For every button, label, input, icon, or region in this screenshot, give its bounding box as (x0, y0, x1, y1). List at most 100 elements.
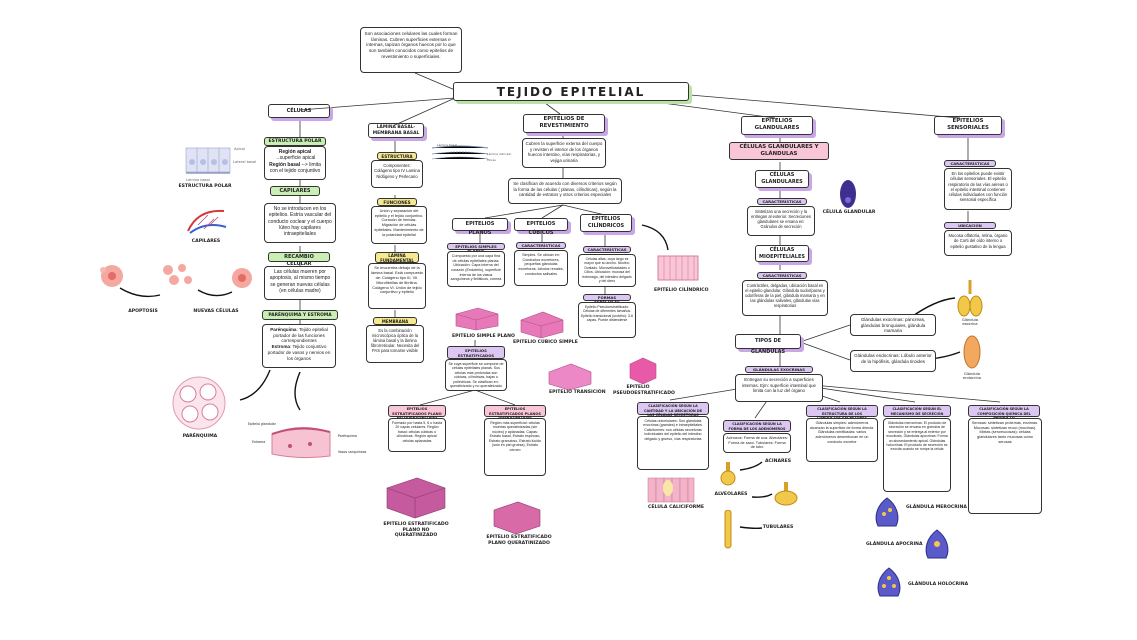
sensoriales-ubicacion-label: Ubicación (944, 222, 996, 229)
transicion-illustration (547, 362, 593, 391)
parenquima-illustration (170, 374, 228, 432)
sensoriales-car-label: Características (944, 160, 996, 167)
estratificados-planos-text: Se cuya superficie se compone de células… (445, 359, 507, 391)
lamina-fundamental-text: Se encuentra debajo de la lámina basal. … (368, 263, 426, 309)
queratinizado-label: Epitelios estratificados planos queratin… (484, 405, 546, 420)
clasificacion-cantidad-text: Células unicelulares: Son glándulas exoc… (637, 416, 709, 470)
clasificacion-composicion-label: Clasificación según la composición quími… (968, 405, 1040, 420)
estructura-polar-label: Estructura polar (264, 137, 326, 146)
endocrinas-summary-text: Glándulas endocrinas: Lóbulo anterior de… (850, 350, 936, 372)
img-lamina-label: Lámina basal (186, 178, 210, 182)
clasificacion-mecanismo-text: Glándulas merocrinas: El producto de sec… (883, 418, 951, 492)
clasificacion-conductos-label: Clasificación según la estructura de los… (806, 405, 878, 420)
cubico-simple-caption: Epitelio cúbico simple (513, 340, 578, 345)
pseudo-illustration (628, 356, 658, 385)
arrows (119, 224, 961, 530)
tubulares-illustration (720, 509, 736, 550)
transicion-caption: Epitelio transición (549, 390, 606, 395)
cubico-simple-illustration (519, 310, 565, 339)
pseudo-caption: Epitelio pseudoestratificado (613, 385, 675, 396)
estratificados-planos-label: Epitelios estratificados planos (447, 346, 505, 363)
lamina-estructura-label: Estructura (377, 152, 417, 160)
merocrina-illustration (872, 496, 902, 532)
parenquima-def: : Tejido epitelial portador de las funci… (273, 327, 328, 344)
glandulares-header: Epitelios glandulares (741, 116, 813, 135)
apoptosis-cell-illustration (98, 262, 126, 290)
polar-cells-illustration (184, 146, 232, 176)
car-cilindricos-label: Características (583, 246, 631, 253)
no-queratinizado-illustration (385, 476, 447, 520)
exocrina-caption: Glándula exocrina (961, 318, 979, 327)
alveolares-illustration (772, 482, 800, 506)
simple-plano-caption: Epitelio simple plano (452, 334, 515, 339)
lamina-estructura-text: Componentes: Colágeno tipo IV Lamina Nid… (371, 160, 423, 188)
clasificacion-forma-text: Acinosos: Forma de uva. Alveolares: Form… (723, 433, 791, 453)
simple-plano-illustration (454, 306, 500, 332)
clasificacion-cantidad-label: Clasificación según la cantidad y la ubi… (637, 402, 709, 417)
acinares-illustration (718, 462, 738, 486)
sensoriales-car-text: En los epitelios puede existir células s… (944, 168, 1012, 210)
glandulares-subheader: Células glandulares y glándulas (729, 142, 829, 160)
cilindrico-caption: Epitelio cilíndrico (654, 288, 709, 293)
estroma-illustration (270, 420, 332, 460)
lamina-img-label-3: Fibras (487, 158, 496, 162)
apocrina-caption: Glándula apocrina (866, 542, 923, 547)
lamina-funciones-text: Unión y separación del epitelio y el tej… (371, 206, 427, 244)
acinares-caption: Acinares (764, 459, 792, 464)
epitelios-cubicos-header: Epitelios cúbicos (514, 218, 568, 236)
celulas-glandulares-header: Células glandulares (755, 170, 809, 188)
lamina-img-label-2: Lámina reticular (487, 152, 512, 156)
capilares-caption: Capilares (191, 239, 221, 244)
estructura-polar-caption: Estructura polar (178, 184, 232, 189)
alveolares-caption: Alveolares (714, 492, 748, 497)
clasificacion-text: Se clasifican de acuerdo con diversos cr… (508, 178, 622, 204)
holocrina-illustration (874, 566, 904, 602)
celula-glandular-illustration (836, 178, 860, 212)
estroma-label-2: Estroma (252, 440, 266, 444)
glandulares-car-text: Sintetizan una secreción y la entregan a… (747, 206, 815, 236)
recambio-celular-text: Las células mueren por apoptosis, al mis… (264, 266, 336, 300)
car-cilindricos-text: Células altas, cuya largo es mayor que s… (578, 254, 636, 287)
formas-especiales-label: Formas especiales (583, 294, 631, 304)
region-basal: Región basal (269, 161, 301, 168)
no-queratinizado-text: Formado por hasta 5, 6 o hasta 20 capas … (388, 418, 446, 452)
region-apical: Región apical (278, 149, 312, 155)
queratinizado-text: Región más superficial: células muertas … (484, 418, 546, 476)
apoptotic-bodies-illustration (160, 262, 196, 288)
intro-text: Son asociaciones celulares las cuales fo… (360, 27, 462, 73)
formas-especiales-text: Epitelio Pseudoestratificado: Células de… (578, 302, 636, 338)
clasificacion-mecanismo-label: Clasificación según el mecanismo de secr… (883, 405, 951, 417)
cilindrico-illustration (656, 252, 700, 284)
epitelios-planos-header: Epitelios planos (452, 218, 508, 236)
page-title: TEJIDO EPITELIAL (496, 85, 646, 99)
nuevas-celulas-caption: Nuevas células (193, 309, 239, 314)
sensoriales-ubicacion-text: Mucosa olfatoria, retina, órgano de Cort… (944, 230, 1012, 256)
clasificacion-conductos-text: Glándulas simples: adenómeros alcanzan l… (806, 418, 878, 462)
glandulares-car-label: Características (757, 198, 807, 205)
parenquima-estroma-label: Parénquima y estroma (262, 310, 338, 320)
apocrina-illustration (922, 528, 952, 562)
revestimiento-text: Cubren la superficie externa del cuerpo … (522, 138, 606, 168)
estroma-term: Estroma (271, 344, 290, 350)
exocrina-illustration (956, 278, 984, 318)
clasificacion-composicion-text: Serosas: sintetizan proteínas, enzimas. … (968, 418, 1042, 514)
holocrina-caption: Glándula holocrina (908, 582, 969, 587)
capilares-label: Capilares (270, 186, 320, 196)
estroma-label-1: Epitelio glandular (248, 422, 276, 426)
membrana-basal-text: Es la combinación microscópica óptica de… (366, 325, 424, 363)
celula-glandular-caption: Célula glandular (822, 210, 876, 215)
estroma-def: : Tejido conjuntivo portador de vasos y … (267, 344, 331, 361)
lamina-fundamental-label: Lámina fundamental (375, 252, 419, 263)
title-box: TEJIDO EPITELIAL (453, 82, 689, 101)
no-queratinizado-caption: Epitelio estratificado plano no queratin… (383, 522, 449, 538)
car-cubicos-text: Simples. Se ubican en: Conductos excreto… (514, 250, 568, 286)
simples-planos-text: Compuesto por una capa fina de células e… (447, 251, 505, 287)
parenquima-caption: Parénquima (182, 434, 218, 439)
sensoriales-header: Epitelios sensoriales (934, 116, 1002, 135)
simples-planos-label: Epitelios simples planos (447, 243, 505, 253)
apoptosis-caption: Apoptosis (128, 309, 158, 314)
img-apical-label: Apical (234, 147, 245, 151)
queratinizado-illustration (492, 500, 542, 535)
